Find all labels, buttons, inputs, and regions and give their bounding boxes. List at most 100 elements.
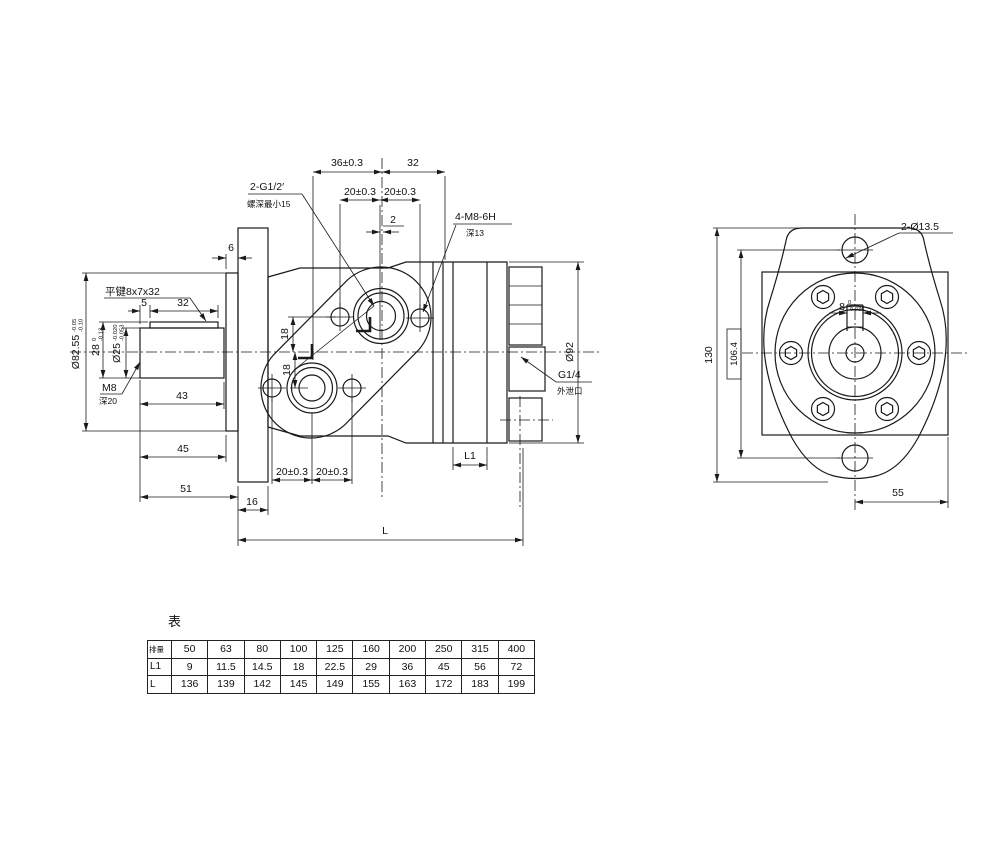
svg-text:28: 28 [90, 344, 102, 356]
row-header-displacement: 排量 [147, 640, 172, 659]
row-header-L: L [147, 675, 172, 694]
dim-2-label: 2 [390, 214, 396, 226]
front-flange-outline [763, 227, 947, 480]
shaft-boss-outer [807, 305, 903, 401]
svg-text:-0.053: -0.053 [120, 325, 126, 341]
dim-20-top2-label: 20±0.3 [384, 186, 416, 198]
drain-plug [508, 346, 546, 392]
dim-20-bot1-label: 20±0.3 [276, 466, 308, 478]
table-cell: 29 [352, 657, 390, 676]
drain-note-label: 外泄口 [557, 386, 583, 396]
face-circle [774, 272, 936, 434]
dia-shaft-label: Ø25 -0.020 -0.053 [111, 325, 126, 363]
table-cell: 100 [279, 640, 318, 659]
table-cell: 18 [279, 657, 318, 676]
side-view: 36±0.3 32 20±0.3 20±0.3 2 6 平键8x7x32 5 3… [70, 157, 600, 546]
table-cell: 22.5 [316, 657, 354, 676]
ports-label: 2-G1/2′ [250, 181, 284, 193]
table-cell: 14.5 [243, 657, 281, 676]
table-row-displacement: 排量 50 63 80 100 125 160 200 250 315 400 [147, 640, 536, 659]
dim-130-label: 130 [703, 346, 715, 364]
dim-key5-label: 5 [141, 297, 147, 309]
svg-text:0: 0 [92, 338, 98, 341]
mount-holes-label: 2-Ø13.5 [901, 221, 939, 233]
table-cell: 136 [170, 675, 209, 694]
ports-note-label: 螺深最小15 [247, 199, 291, 209]
table-cell: 125 [316, 640, 354, 659]
table-row-L1: L1 9 11.5 14.5 18 22.5 29 36 45 56 72 [147, 657, 536, 676]
dim-20-top1-label: 20±0.3 [344, 186, 376, 198]
table-cell: 172 [425, 675, 463, 694]
dim-55-label: 55 [892, 487, 904, 499]
keyway-width-label: 8 [839, 301, 845, 313]
front-view: 2-Ø13.5 8 0 -0.036 130 106.4 55 [703, 214, 968, 512]
svg-text:-0.13: -0.13 [99, 328, 105, 341]
dim-16-label: 16 [246, 496, 258, 508]
svg-text:Ø82.55: Ø82.55 [70, 335, 82, 370]
shaft-key [149, 321, 219, 329]
table-cell: 400 [497, 640, 536, 659]
table-title: 表 [168, 614, 182, 629]
table-row-L: L 136 139 142 145 149 155 163 172 183 19… [147, 675, 536, 694]
table-cell: 45 [425, 657, 463, 676]
dim-45-label: 45 [177, 443, 189, 455]
section-mark-2 [356, 317, 372, 333]
svg-text:18: 18 [281, 364, 293, 376]
rear-hex-plugs [508, 266, 546, 442]
dim-across-key-label: 28 0 -0.13 [90, 328, 105, 356]
table-cell: 199 [497, 675, 536, 694]
table-cell: 145 [279, 675, 318, 694]
table-cell: 200 [388, 640, 427, 659]
table-cell: 63 [207, 640, 245, 659]
dim-key32-label: 32 [177, 297, 189, 309]
dim-18-upper-label: 18 [279, 328, 291, 340]
table-cell: 315 [461, 640, 499, 659]
dim-L1-label: L1 [464, 450, 476, 462]
upper-port [352, 287, 410, 345]
table-cell: 142 [243, 675, 281, 694]
dim-36-label: 36±0.3 [331, 157, 363, 169]
table-cell: 250 [425, 640, 463, 659]
table-cell: 155 [352, 675, 390, 694]
dim-51-label: 51 [180, 483, 192, 495]
shaft-boss-inner [810, 308, 900, 398]
dimension-table: 排量 50 63 80 100 125 160 200 250 315 400 … [147, 640, 536, 694]
table-cell: 139 [207, 675, 245, 694]
table-cell: 160 [352, 640, 390, 659]
table-cell: 163 [388, 675, 427, 694]
svg-text:Ø25: Ø25 [111, 343, 123, 363]
dim-L-label: L [382, 525, 388, 537]
front-keyway [846, 304, 864, 331]
dia-body-label: Ø92 [564, 342, 576, 362]
svg-text:Ø92: Ø92 [564, 342, 576, 362]
svg-text:-0.020: -0.020 [113, 325, 119, 341]
keyway-tol-dn: -0.036 [848, 307, 864, 313]
table-cell: 80 [243, 640, 281, 659]
table-cell: 72 [497, 657, 536, 676]
center-tap-hole [845, 343, 865, 363]
svg-text:-0.05: -0.05 [72, 319, 78, 332]
bolt-holes-label: 4-M8-6H [455, 211, 496, 223]
table-cell: 11.5 [207, 657, 245, 676]
row-header-L1: L1 [147, 657, 172, 676]
dim-106-label: 106.4 [729, 342, 740, 366]
basic-dim-box [726, 328, 742, 380]
mounting-flange [237, 227, 269, 483]
tap-depth-label: 深20 [99, 396, 117, 406]
dim-32-label: 32 [407, 157, 419, 169]
svg-text:130: 130 [703, 346, 715, 364]
tap-label: M8 [102, 382, 117, 394]
keyway-tol-up: 0 [848, 300, 851, 306]
table-cell: 50 [170, 640, 209, 659]
table-cell: 183 [461, 675, 499, 694]
svg-text:18: 18 [279, 328, 291, 340]
table-cell: 149 [316, 675, 354, 694]
table-cell: 56 [461, 657, 499, 676]
dimension-table-section: 表 排量 50 63 80 100 125 160 200 250 315 40… [147, 614, 536, 694]
bolt-holes-note-label: 深13 [466, 228, 484, 238]
section-mark-1 [298, 344, 314, 360]
port-face-outline [260, 266, 432, 439]
dim-18-lower-label: 18 [281, 364, 293, 376]
